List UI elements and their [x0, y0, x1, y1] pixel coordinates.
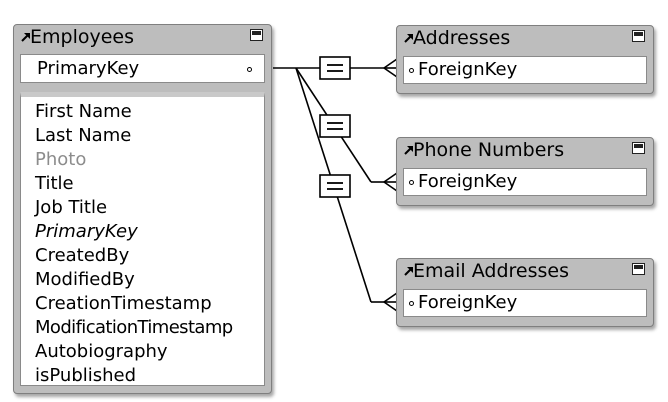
field-title[interactable]: Title	[35, 173, 74, 194]
field-is-published[interactable]: isPublished	[35, 365, 137, 386]
crows-foot-email-addresses-icon	[383, 292, 398, 312]
field-autobiography[interactable]: Autobiography	[35, 341, 168, 362]
key-marker-icon	[409, 301, 414, 306]
go-to-table-arrow-icon[interactable]	[20, 31, 32, 43]
key-field-well: ForeignKey	[403, 168, 647, 196]
crows-foot-addresses-icon	[383, 58, 398, 78]
field-created-by[interactable]: CreatedBy	[35, 245, 130, 266]
key-field-well: ForeignKey	[403, 289, 647, 317]
field-primary-key[interactable]: PrimaryKey	[35, 221, 138, 242]
relationship-operator-phone-numbers[interactable]	[319, 114, 351, 138]
key-field-row[interactable]: PrimaryKey	[21, 55, 264, 82]
table-title: Email Addresses	[413, 260, 570, 282]
go-to-table-arrow-icon[interactable]	[403, 32, 415, 44]
key-field-well: ForeignKey	[403, 56, 647, 84]
field-modification-timestamp[interactable]: ModificationTimestamp	[35, 317, 233, 338]
key-field-label: PrimaryKey	[37, 58, 140, 79]
collapse-toggle-icon[interactable]	[632, 263, 645, 275]
table-header[interactable]: Phone Numbers	[397, 138, 653, 162]
go-to-table-arrow-icon[interactable]	[403, 265, 415, 277]
key-marker-icon	[247, 67, 252, 72]
table-occurrence-employees[interactable]: Employees PrimaryKey First Name Last Nam…	[13, 24, 272, 394]
table-title: Employees	[30, 26, 134, 48]
field-last-name[interactable]: Last Name	[35, 125, 132, 146]
table-occurrence-phone-numbers[interactable]: Phone Numbers ForeignKey	[396, 137, 654, 206]
key-field-row[interactable]: ForeignKey	[404, 57, 646, 83]
relationship-operator-email-addresses[interactable]	[319, 174, 351, 198]
table-title: Addresses	[413, 27, 511, 49]
field-creation-timestamp[interactable]: CreationTimestamp	[35, 293, 212, 314]
table-title: Phone Numbers	[413, 139, 565, 161]
field-modified-by[interactable]: ModifiedBy	[35, 269, 135, 290]
table-header[interactable]: Addresses	[397, 26, 653, 50]
key-field-row[interactable]: ForeignKey	[404, 169, 646, 195]
table-occurrence-addresses[interactable]: Addresses ForeignKey	[396, 25, 654, 94]
field-job-title[interactable]: Job Title	[35, 197, 108, 218]
table-occurrence-email-addresses[interactable]: Email Addresses ForeignKey	[396, 258, 654, 327]
go-to-table-arrow-icon[interactable]	[403, 144, 415, 156]
collapse-toggle-icon[interactable]	[250, 29, 263, 41]
collapse-toggle-icon[interactable]	[632, 30, 645, 42]
field-list: First Name Last Name Photo Title Job Tit…	[20, 92, 265, 386]
key-field-row[interactable]: ForeignKey	[404, 290, 646, 316]
key-field-well: PrimaryKey	[20, 54, 265, 83]
table-header[interactable]: Employees	[14, 25, 271, 49]
collapse-toggle-icon[interactable]	[632, 142, 645, 154]
key-marker-icon	[409, 180, 414, 185]
relationship-operator-addresses[interactable]	[319, 56, 351, 80]
key-field-label: ForeignKey	[418, 171, 518, 192]
key-field-label: ForeignKey	[418, 59, 518, 80]
crows-foot-phone-numbers-icon	[383, 172, 398, 192]
field-first-name[interactable]: First Name	[35, 101, 132, 122]
field-photo[interactable]: Photo	[35, 149, 87, 170]
key-marker-icon	[409, 68, 414, 73]
key-field-label: ForeignKey	[418, 292, 518, 313]
table-header[interactable]: Email Addresses	[397, 259, 653, 283]
